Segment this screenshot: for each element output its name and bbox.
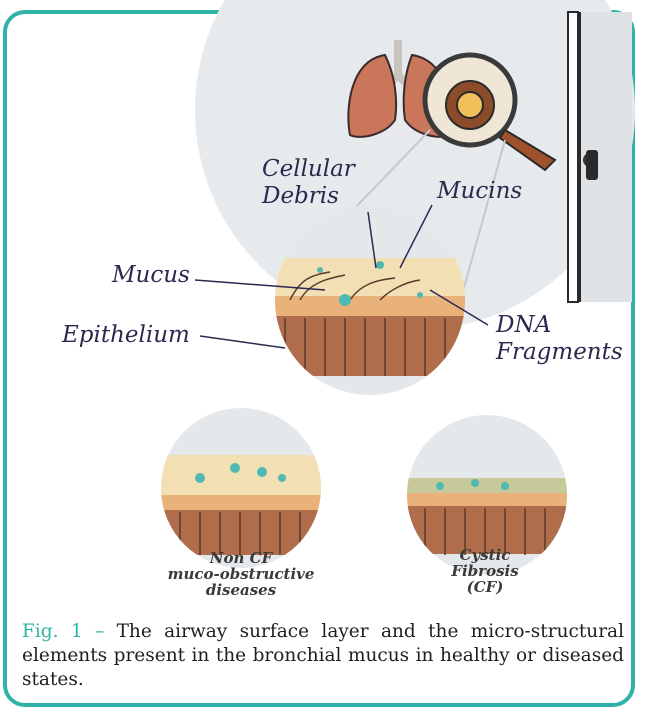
- caption-fig-label: Fig. 1 –: [22, 621, 104, 642]
- label-epithelium: Epithelium: [62, 322, 190, 349]
- label-mucus: Mucus: [112, 262, 190, 289]
- label-cellular-debris: Cellular Debris: [262, 156, 355, 210]
- caption-text: The airway surface layer and the micro-s…: [22, 621, 624, 690]
- label-cf: Cystic Fibrosis (CF): [425, 547, 545, 595]
- main-tissue: [270, 258, 470, 376]
- figure-caption: Fig. 1 – The airway surface layer and th…: [22, 620, 624, 692]
- label-mucins: Mucins: [437, 178, 522, 205]
- cf-tissue: [405, 478, 570, 555]
- non-cf-tissue: [160, 455, 325, 555]
- label-non-cf: Non CF muco-obstructive diseases: [166, 550, 316, 598]
- label-cellular-debris-text: Cellular Debris: [262, 156, 355, 210]
- label-dna-fragments: DNA Fragments: [496, 312, 623, 366]
